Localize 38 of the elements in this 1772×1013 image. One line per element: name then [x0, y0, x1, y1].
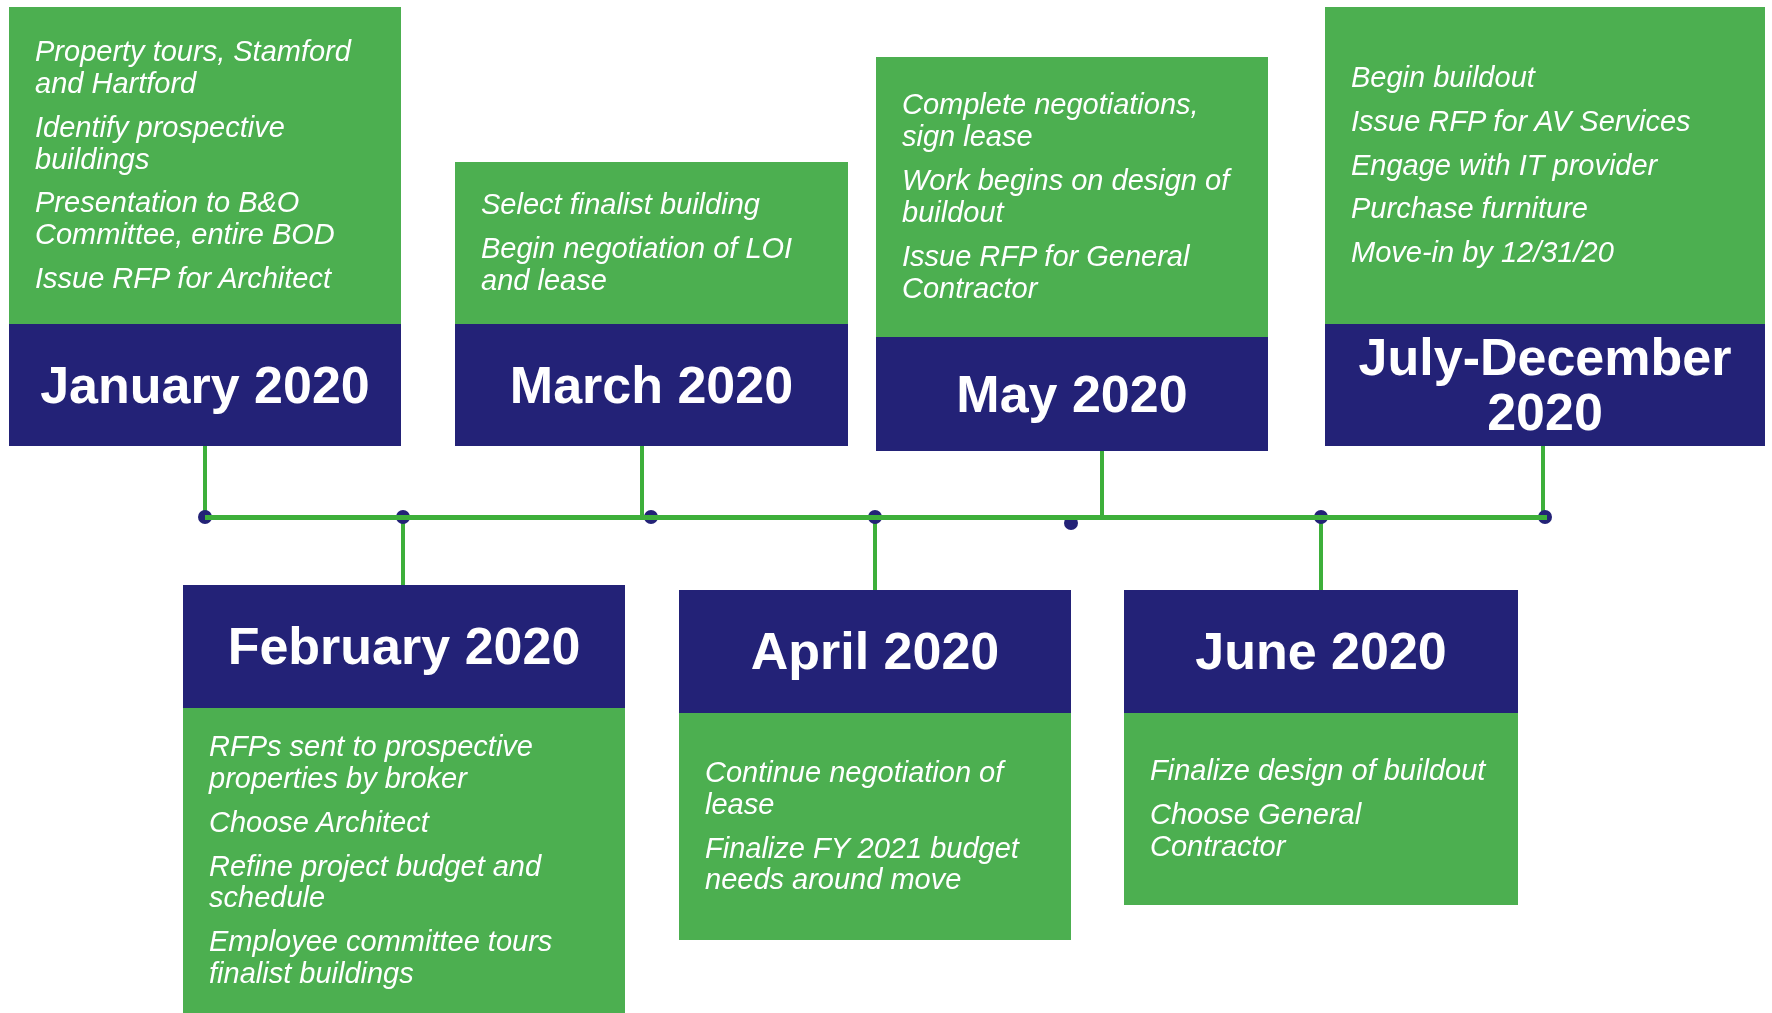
milestone-text: Choose General Contractor — [1150, 799, 1363, 863]
connector-line — [640, 446, 644, 515]
month-header: July-December 2020 — [1325, 324, 1765, 446]
milestone-text: Issue RFP for AV Services — [1351, 105, 1692, 138]
milestone-text: Finalize FY 2021 budget needs around move — [705, 832, 1021, 897]
milestone-text: Select finalist building — [481, 189, 761, 222]
month-header: May 2020 — [876, 337, 1268, 451]
milestone-text: Purchase furniture — [1351, 193, 1589, 226]
milestone-text: Continue negotiation of lease — [705, 756, 1007, 821]
milestone-text: Begin buildout — [1351, 61, 1537, 94]
milestone-text: Work begins on design of buildout — [902, 165, 1233, 229]
milestone-text: Presentation to B&O Committee, entire BOD — [35, 187, 336, 252]
month-header: June 2020 — [1124, 590, 1518, 713]
timeline-card — [876, 57, 1268, 451]
milestone-text: Move-in by 12/31/20 — [1351, 237, 1615, 270]
month-header: January 2020 — [9, 324, 401, 446]
milestone-text: Property tours, Stamford and Hartford — [35, 35, 353, 100]
milestone-text: Choose Architect — [209, 806, 431, 839]
timeline-card — [1325, 7, 1765, 446]
milestone-text: Issue RFP for Architect — [35, 263, 333, 296]
milestone-text: Complete negotiations, sign lease — [902, 89, 1200, 154]
milestone-text: Finalize design of buildout — [1150, 755, 1488, 788]
connector-line — [1100, 451, 1104, 515]
timeline-card — [183, 585, 625, 1013]
timeline-card — [9, 7, 401, 446]
milestone-text: Begin negotiation of LOI and lease — [481, 233, 794, 297]
month-header: March 2020 — [455, 324, 848, 446]
month-header: February 2020 — [183, 585, 625, 708]
month-header: April 2020 — [679, 590, 1071, 713]
milestone-text: Engage with IT provider — [1351, 149, 1659, 182]
timeline-card — [679, 590, 1071, 940]
milestone-text: Identify prospective buildings — [35, 111, 286, 176]
milestone-text: Issue RFP for General Contractor — [902, 240, 1191, 305]
milestone-text: Employee committee tours finalist buildings — [209, 926, 554, 991]
timeline-card — [1124, 590, 1518, 905]
milestone-text: Refine project budget and schedule — [209, 850, 543, 915]
milestone-text: RFPs sent to prospective properties by broker — [209, 730, 534, 795]
timeline-card — [455, 162, 848, 446]
